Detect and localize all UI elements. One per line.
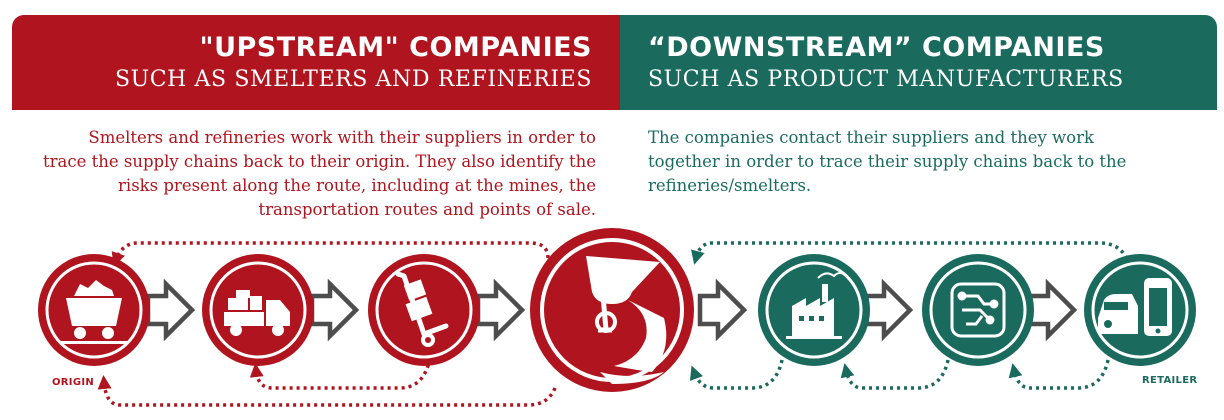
upstream-top-loop	[111, 241, 550, 267]
flow-arrows	[145, 278, 1078, 342]
stage-retail	[1084, 254, 1196, 366]
downstream-bottom-loop-1	[689, 359, 784, 390]
retailer-label: RETAILER	[1142, 375, 1198, 386]
downstream-subtitle: SUCH AS PRODUCT MANUFACTURERS	[648, 66, 1124, 92]
car-phone-icon	[1098, 278, 1172, 336]
stage-transport-truck	[202, 254, 314, 366]
mine-cart-icon	[60, 280, 128, 344]
stage-origin-mine	[38, 254, 150, 366]
downstream-top-loop	[691, 241, 1132, 266]
downstream-title: “DOWNSTREAM” COMPANIES	[648, 31, 1105, 63]
factory-icon	[786, 272, 847, 339]
upstream-subtitle: SUCH AS SMELTERS AND REFINERIES	[114, 66, 592, 92]
flow-arrow	[309, 278, 360, 342]
flow-arrow	[697, 278, 748, 342]
upstream-bottom-loop-1	[97, 375, 557, 407]
downstream-description: The companies contact their suppliers an…	[648, 128, 1127, 195]
stage-trade-handtruck	[368, 254, 480, 366]
downstream-bottom-loop-2	[840, 359, 950, 390]
flow-arrow	[145, 278, 196, 342]
origin-label: ORIGIN	[52, 377, 95, 388]
flow-arrow	[475, 278, 526, 342]
downstream-header: “DOWNSTREAM” COMPANIES SUCH AS PRODUCT M…	[620, 15, 1217, 110]
flow-arrow	[1027, 278, 1078, 342]
header-banner: "UPSTREAM" COMPANIES SUCH AS SMELTERS AN…	[12, 15, 1217, 110]
stage-components-circuit	[922, 254, 1034, 366]
upstream-bottom-loop-2	[249, 357, 432, 390]
stage-manufacturer-factory	[758, 254, 870, 366]
stage-smelter	[530, 228, 694, 392]
upstream-header: "UPSTREAM" COMPANIES SUCH AS SMELTERS AN…	[12, 15, 620, 110]
smelter-ladle-icon	[586, 256, 667, 384]
upstream-description: Smelters and refineries work with their …	[43, 128, 596, 219]
flow-arrow	[863, 278, 914, 342]
hand-truck-icon	[395, 271, 449, 347]
upstream-title: "UPSTREAM" COMPANIES	[199, 31, 592, 63]
circuit-chip-icon	[950, 282, 1006, 338]
downstream-bottom-loop-3	[1008, 359, 1110, 390]
truck-icon	[224, 290, 290, 336]
